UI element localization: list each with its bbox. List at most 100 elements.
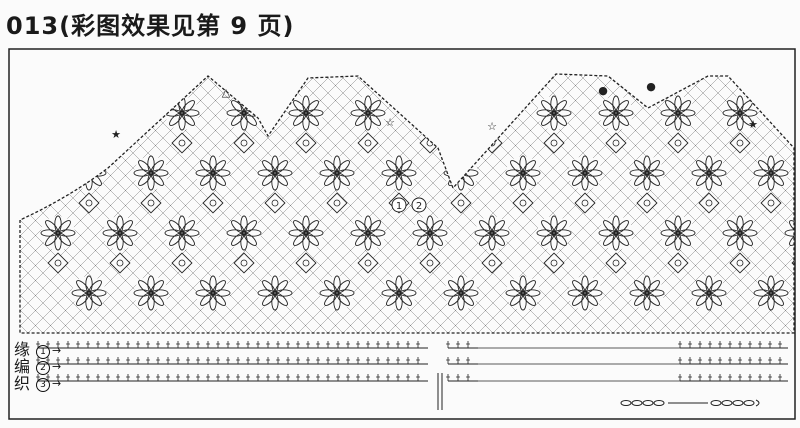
square-motif: [512, 192, 534, 214]
marker-dot-icon: ●: [646, 80, 656, 93]
marker-star-icon: ★: [111, 128, 121, 141]
flower-motif: [381, 275, 417, 311]
flower-motif: [443, 275, 479, 311]
square-motif: [171, 132, 193, 154]
square-motif: [419, 132, 441, 154]
edging-row-2-num: 2: [36, 361, 50, 375]
crochet-chart: ★ △ ☆ ☆ ● ● ★ 1 2: [8, 48, 796, 420]
flower-motif: [536, 95, 572, 131]
edging-row-3: 3→: [36, 377, 61, 392]
square-motif: [419, 252, 441, 274]
flower-motif: [629, 155, 665, 191]
flower-motif: [133, 275, 169, 311]
flower-motif: [288, 95, 324, 131]
flower-motif: [753, 275, 789, 311]
square-motif: [698, 192, 720, 214]
flower-motif: [71, 275, 107, 311]
flower-motif: [350, 215, 386, 251]
flower-motif: [164, 95, 200, 131]
square-motif: [109, 252, 131, 274]
edging-row-2-arrow: →: [52, 360, 62, 373]
flower-motif: [40, 95, 76, 131]
square-motif: [326, 192, 348, 214]
flower-motif: [288, 215, 324, 251]
square-motif: [264, 192, 286, 214]
motif-label-1-text: 1: [396, 201, 402, 212]
marker-star-icon: ★: [748, 118, 758, 131]
edging-char-2: 编: [14, 357, 31, 376]
edging-char-1: 缘: [14, 340, 31, 359]
flower-motif: [691, 275, 727, 311]
edging-row-1: 1→: [36, 344, 61, 359]
marker-star-outline-icon: ☆: [487, 120, 497, 133]
square-motif: [202, 192, 224, 214]
chain-legend: [620, 399, 760, 407]
square-motif: [543, 132, 565, 154]
flower-motif: [195, 275, 231, 311]
flower-motif: [536, 215, 572, 251]
square-motif: [481, 132, 503, 154]
flower-motif: [629, 275, 665, 311]
motif-grid: [19, 73, 795, 334]
flower-motif: [598, 95, 634, 131]
square-motif: [605, 132, 627, 154]
square-motif: [357, 252, 379, 274]
square-motif: [543, 252, 565, 274]
square-motif: [47, 132, 69, 154]
flower-motif: [226, 95, 262, 131]
square-motif: [574, 192, 596, 214]
flower-motif: [102, 215, 138, 251]
square-motif: [357, 132, 379, 154]
flower-motif: [691, 155, 727, 191]
motif-label-2-text: 2: [416, 201, 422, 212]
square-motif: [47, 252, 69, 274]
square-motif: [760, 192, 782, 214]
flower-motif: [660, 95, 696, 131]
edging-row-2: 2→: [36, 360, 61, 375]
flower-motif: [133, 155, 169, 191]
marker-dot-icon: ●: [598, 84, 608, 97]
flower-motif: [474, 215, 510, 251]
flower-motif: [505, 275, 541, 311]
markers: ★ △ ☆ ☆ ● ● ★: [111, 80, 758, 141]
edging-label: 缘 编 织: [14, 341, 34, 392]
square-motif: [171, 252, 193, 274]
edging-row-1-num: 1: [36, 345, 50, 359]
square-motif: [667, 252, 689, 274]
marker-triangle-icon: △: [222, 86, 231, 99]
flower-motif: [660, 215, 696, 251]
square-motif: [140, 192, 162, 214]
square-motif: [729, 252, 751, 274]
marker-star-outline-icon: ☆: [385, 116, 395, 129]
edging-row-3-num: 3: [36, 378, 50, 392]
flower-motif: [567, 275, 603, 311]
flower-motif: [319, 275, 355, 311]
square-motif: [233, 132, 255, 154]
flower-motif: [319, 155, 355, 191]
square-motif: [605, 252, 627, 274]
edging-row-1-arrow: →: [52, 344, 62, 357]
edging-row-3-arrow: →: [52, 377, 62, 390]
flower-motif: [226, 215, 262, 251]
flower-motif: [443, 155, 479, 191]
square-motif: [295, 132, 317, 154]
flower-motif: [164, 215, 200, 251]
flower-motif: [381, 155, 417, 191]
square-motif: [481, 252, 503, 274]
flower-motif: [722, 215, 758, 251]
flower-motif: [412, 215, 448, 251]
flower-motif: [257, 155, 293, 191]
flower-motif: [505, 155, 541, 191]
flower-motif: [40, 215, 76, 251]
flower-motif: [567, 155, 603, 191]
square-motif: [729, 132, 751, 154]
square-motif: [636, 192, 658, 214]
flower-motif: [412, 95, 448, 131]
flower-motif: [722, 95, 758, 131]
page-title: 013(彩图效果见第 9 页): [6, 12, 295, 40]
flower-motif: [257, 275, 293, 311]
square-motif: [667, 132, 689, 154]
square-motif: [295, 252, 317, 274]
break-mark: [437, 373, 443, 410]
